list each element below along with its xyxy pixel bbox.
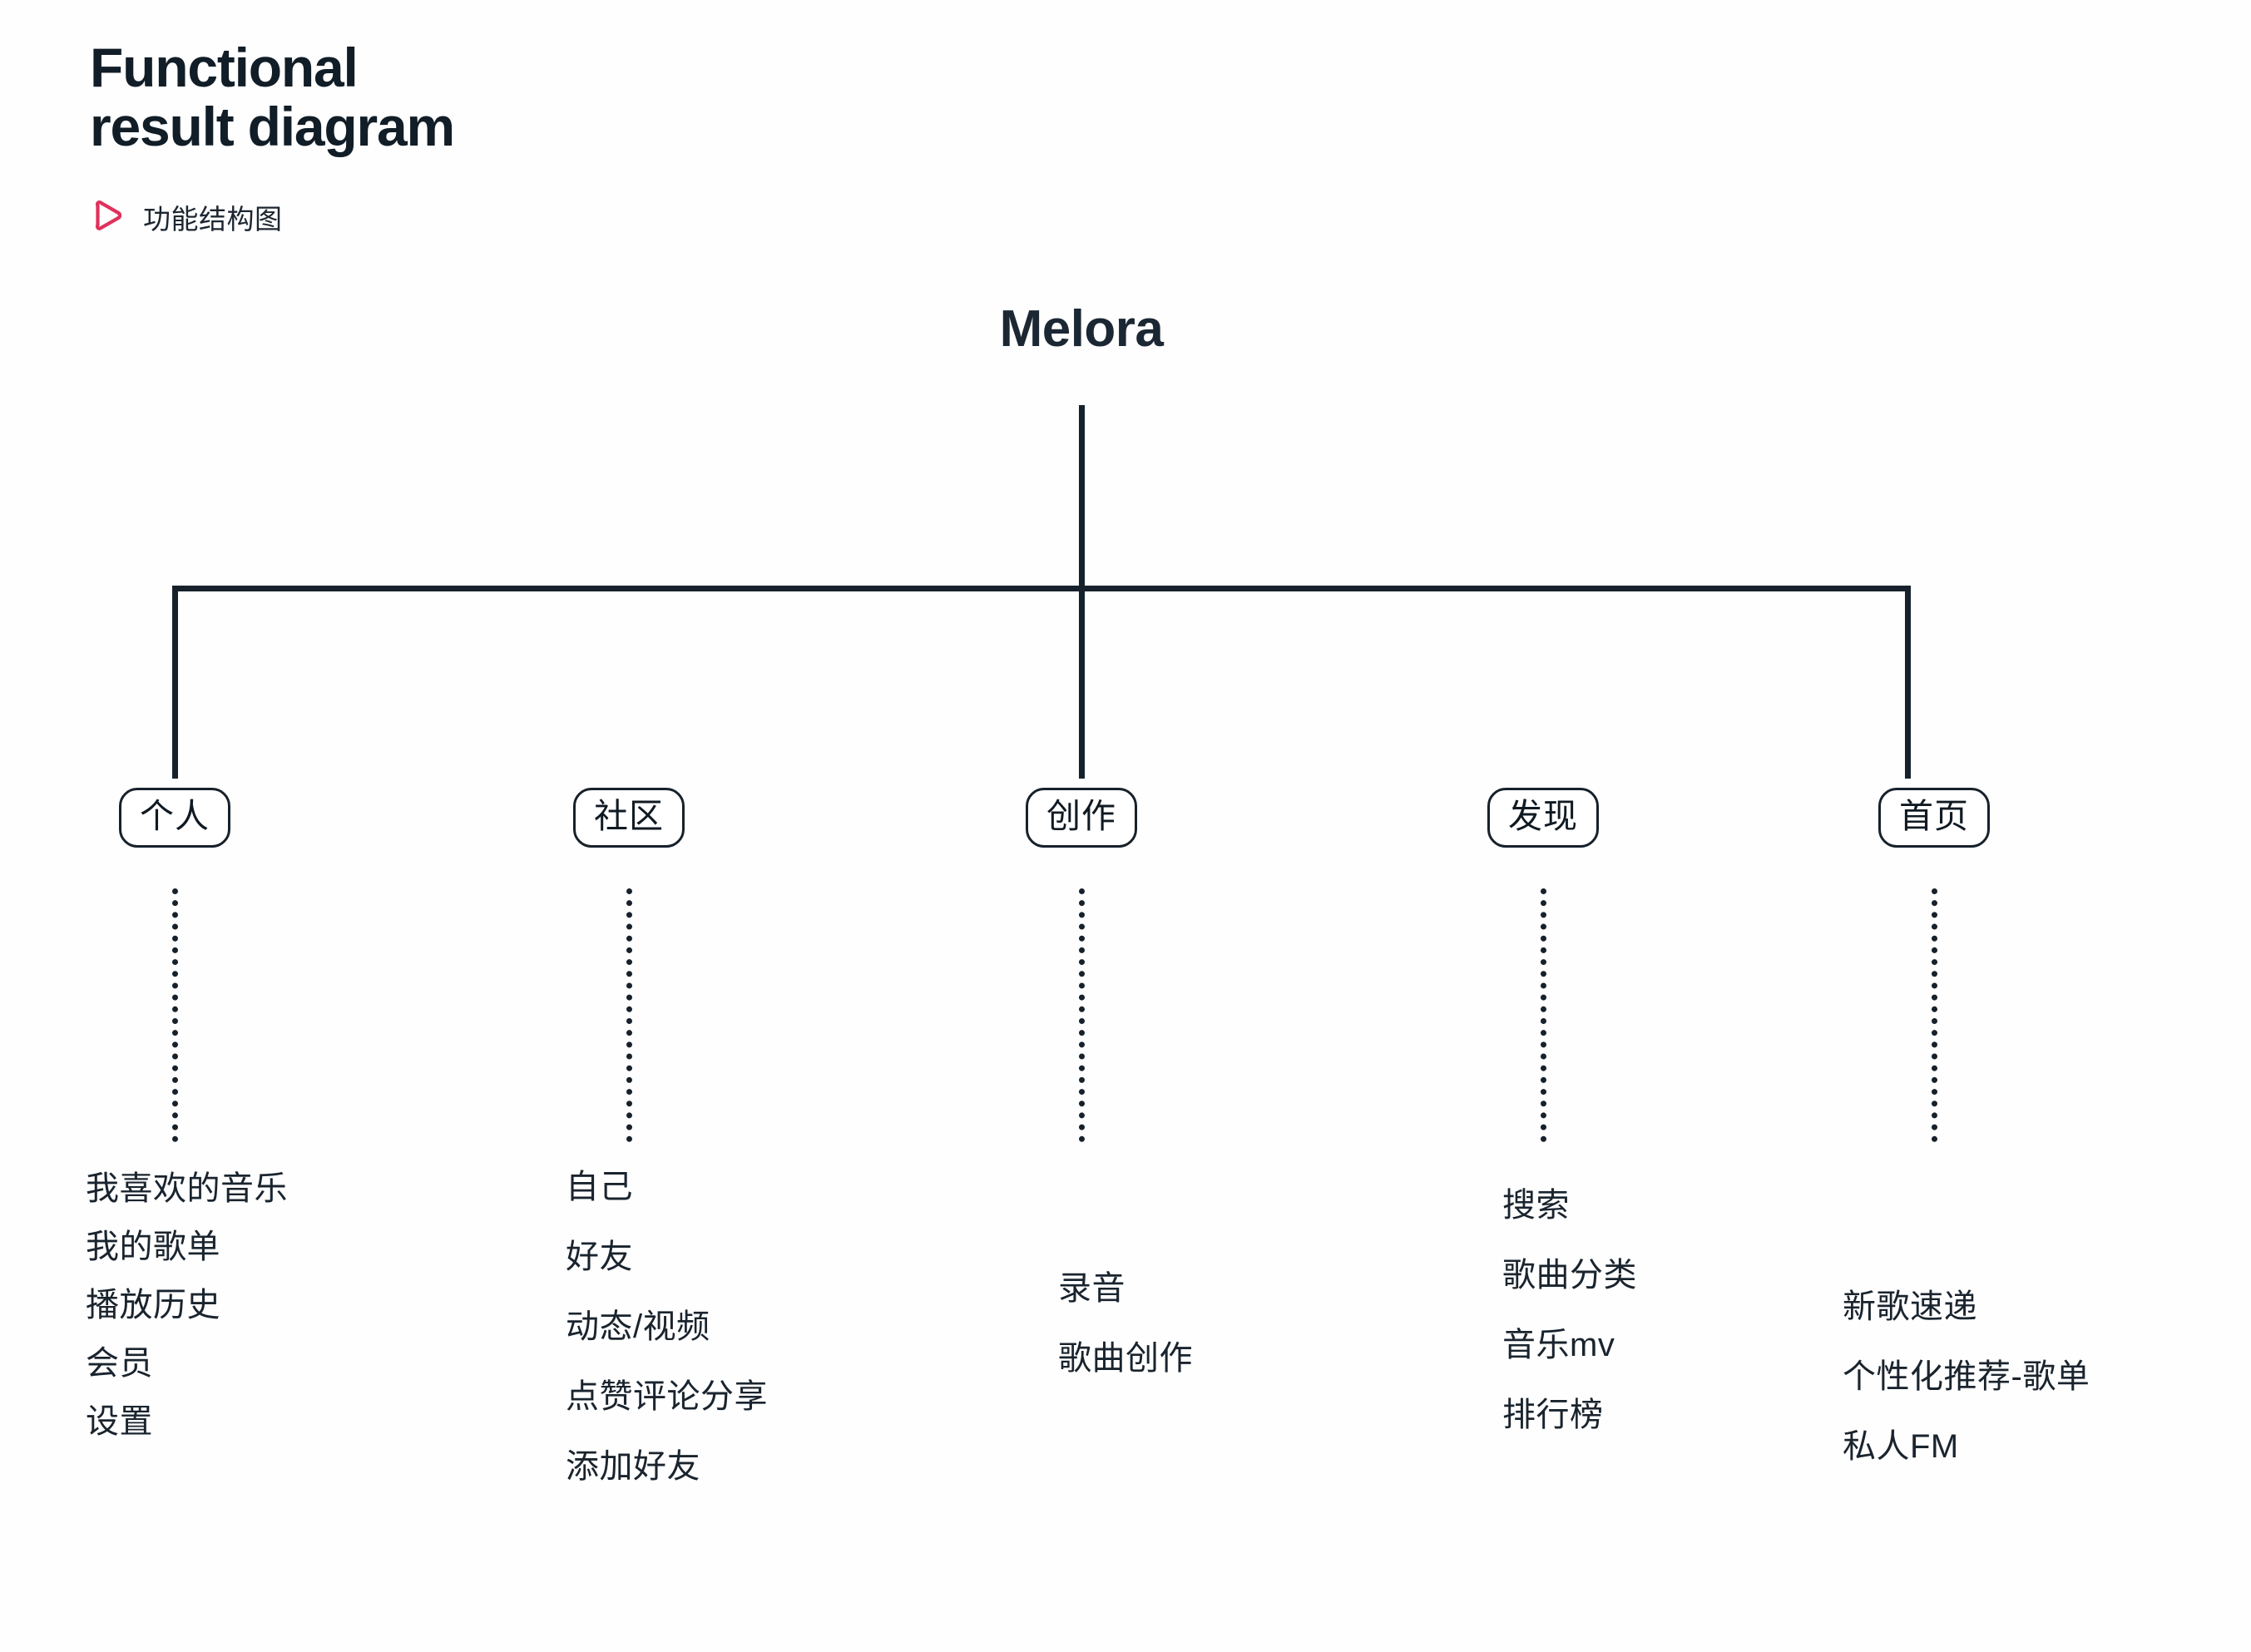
list-item[interactable]: 会员 xyxy=(86,1345,153,1382)
list-item[interactable]: 搜索 xyxy=(1502,1187,1570,1224)
dotted-connector-4 xyxy=(1541,888,1546,1142)
list-item[interactable]: 排行榜 xyxy=(1502,1397,1604,1433)
leaf-list-home: 新歌速递 个性化推荐-歌单 私人FM xyxy=(1843,1279,2090,1489)
list-item[interactable]: 录音 xyxy=(1058,1270,1126,1307)
node-create[interactable]: 创作 xyxy=(1026,788,1137,848)
leaf-list-create: 录音 歌曲创作 xyxy=(1058,1261,1193,1401)
dotted-connector-5 xyxy=(1932,888,1937,1142)
branch-drop-line-1 xyxy=(172,586,178,779)
list-item[interactable]: 播放历史 xyxy=(86,1287,220,1323)
play-triangle-icon xyxy=(95,200,122,230)
node-personal[interactable]: 个人 xyxy=(119,788,230,848)
list-item[interactable]: 歌曲分类 xyxy=(1502,1257,1637,1293)
list-item[interactable]: 添加好友 xyxy=(566,1448,700,1485)
node-discover[interactable]: 发现 xyxy=(1487,788,1599,848)
list-item[interactable]: 自己 xyxy=(566,1169,633,1205)
list-item[interactable]: 我的歌单 xyxy=(86,1229,220,1265)
node-label: 社区 xyxy=(594,797,664,835)
list-item[interactable]: 我喜欢的音乐 xyxy=(86,1170,288,1207)
root-node-label: Melora xyxy=(0,299,2251,359)
horizontal-bus-line xyxy=(172,586,1911,591)
subtitle-label: 功能结构图 xyxy=(143,203,283,235)
leaf-list-personal: 我喜欢的音乐 我的歌单 播放历史 会员 设置 xyxy=(86,1161,288,1452)
dotted-connector-3 xyxy=(1079,888,1085,1142)
dotted-connector-1 xyxy=(172,888,178,1142)
list-item[interactable]: 个性化推荐-歌单 xyxy=(1843,1358,2090,1395)
root-trunk-line xyxy=(1079,405,1085,779)
node-home[interactable]: 首页 xyxy=(1878,788,1990,848)
node-label: 首页 xyxy=(1899,797,1969,835)
header: Functional result diagram 功能结构图 xyxy=(90,37,839,237)
node-label: 创作 xyxy=(1046,797,1116,835)
dotted-connector-2 xyxy=(626,888,632,1142)
list-item[interactable]: 私人FM xyxy=(1843,1428,1959,1465)
root-node-text: Melora xyxy=(999,300,1164,358)
list-item[interactable]: 好友 xyxy=(566,1239,633,1275)
list-item[interactable]: 动态/视频 xyxy=(566,1308,710,1345)
list-item[interactable]: 设置 xyxy=(86,1403,153,1440)
list-item[interactable]: 歌曲创作 xyxy=(1058,1340,1193,1377)
node-label: 个人 xyxy=(140,797,210,835)
node-community[interactable]: 社区 xyxy=(573,788,685,848)
list-item[interactable]: 新歌速递 xyxy=(1843,1288,1977,1325)
leaf-list-community: 自己 好友 动态/视频 点赞评论分享 添加好友 xyxy=(566,1160,768,1509)
leaf-list-discover: 搜索 歌曲分类 音乐mv 排行榜 xyxy=(1502,1178,1637,1457)
page-title: Functional result diagram xyxy=(90,37,455,158)
branch-drop-line-5 xyxy=(1905,586,1911,779)
subtitle-row: 功能结构图 xyxy=(90,197,839,237)
list-item[interactable]: 点赞评论分享 xyxy=(566,1378,768,1415)
node-label: 发现 xyxy=(1508,797,1578,835)
list-item[interactable]: 音乐mv xyxy=(1502,1327,1615,1363)
